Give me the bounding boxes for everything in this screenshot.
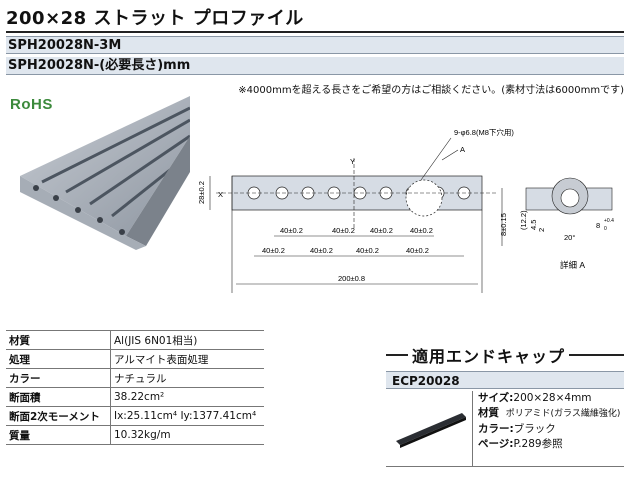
detail-dim: 2 — [537, 228, 546, 232]
hole-note: 9-φ6.8(M8下穴用) — [454, 127, 514, 137]
part-number-row: SPH20028N-(必要長さ)mm — [6, 57, 624, 75]
detail-dim: 0 — [604, 226, 607, 232]
endcap-heading: 適用エンドキャップ — [408, 343, 570, 367]
detail-a: (12.2) 4.5 2 20° 8 +0.4 0 詳細 A — [519, 177, 614, 270]
dim-40: 40±0.2 — [310, 246, 333, 255]
length-note: ※4000mmを超える長さをご希望の方はご相談ください。(素材寸法は6000mm… — [238, 85, 624, 96]
endcap-image — [396, 391, 473, 466]
dim-40: 40±0.2 — [370, 226, 393, 235]
cross-section-drawing: 28±0.2 X Y 9-φ6.8(M8下穴用) A 40±0.2 40±0.2… — [197, 127, 614, 293]
dim-40: 40±0.2 — [356, 246, 379, 255]
endcap-specs: サイズ:200×28×4mm 材質 ポリアミド(ガラス繊維強化) カラー:ブラッ… — [478, 391, 620, 452]
dim-40-row: 40±0.2 40±0.2 40±0.2 40±0.2 — [280, 226, 433, 235]
detail-dim: 8 — [596, 221, 600, 230]
endcap-spec-row: ページ:P.289参照 — [478, 438, 563, 450]
endcap-part-number: ECP20028 — [386, 371, 624, 389]
endcap-spec-row: カラー:ブラック — [478, 423, 556, 435]
endcap-bottom-rule — [386, 466, 624, 467]
product-photo — [20, 96, 190, 250]
dim-40: 40±0.2 — [280, 226, 303, 235]
endcap-spec-row: サイズ:200×28×4mm — [478, 392, 592, 404]
detail-dim: (12.2) — [519, 210, 528, 230]
title-underline — [6, 31, 624, 33]
detail-dim: 20° — [564, 233, 575, 242]
part-number-row: SPH20028N-3M — [6, 36, 624, 54]
rohs-mark: RoHS — [10, 96, 53, 113]
dim-40-lower-row: 40±0.2 40±0.2 40±0.2 40±0.2 — [262, 246, 429, 255]
page-title: 200×28 ストラット プロファイル — [6, 8, 304, 29]
dim-total: 200±0.8 — [338, 274, 365, 283]
label-a: A — [460, 145, 465, 154]
dim-40: 40±0.2 — [406, 246, 429, 255]
dim-40: 40±0.2 — [262, 246, 285, 255]
table-row: カラーナチュラル — [6, 368, 264, 388]
dim-40: 40±0.2 — [332, 226, 355, 235]
detail-dim: +0.4 — [604, 218, 614, 224]
axis-y-label: Y — [350, 157, 355, 166]
detail-label: 詳細 A — [560, 260, 585, 270]
axis-x-label: X — [218, 190, 223, 199]
dim-right: 8±0.15 — [499, 213, 508, 236]
table-row: 処理アルマイト表面処理 — [6, 349, 264, 369]
endcap-spec-row: 材質 ポリアミド(ガラス繊維強化) — [478, 407, 621, 419]
detail-dim: 4.5 — [529, 220, 538, 230]
dim-height: 28±0.2 — [197, 181, 206, 204]
dim-40: 40±0.2 — [410, 226, 433, 235]
